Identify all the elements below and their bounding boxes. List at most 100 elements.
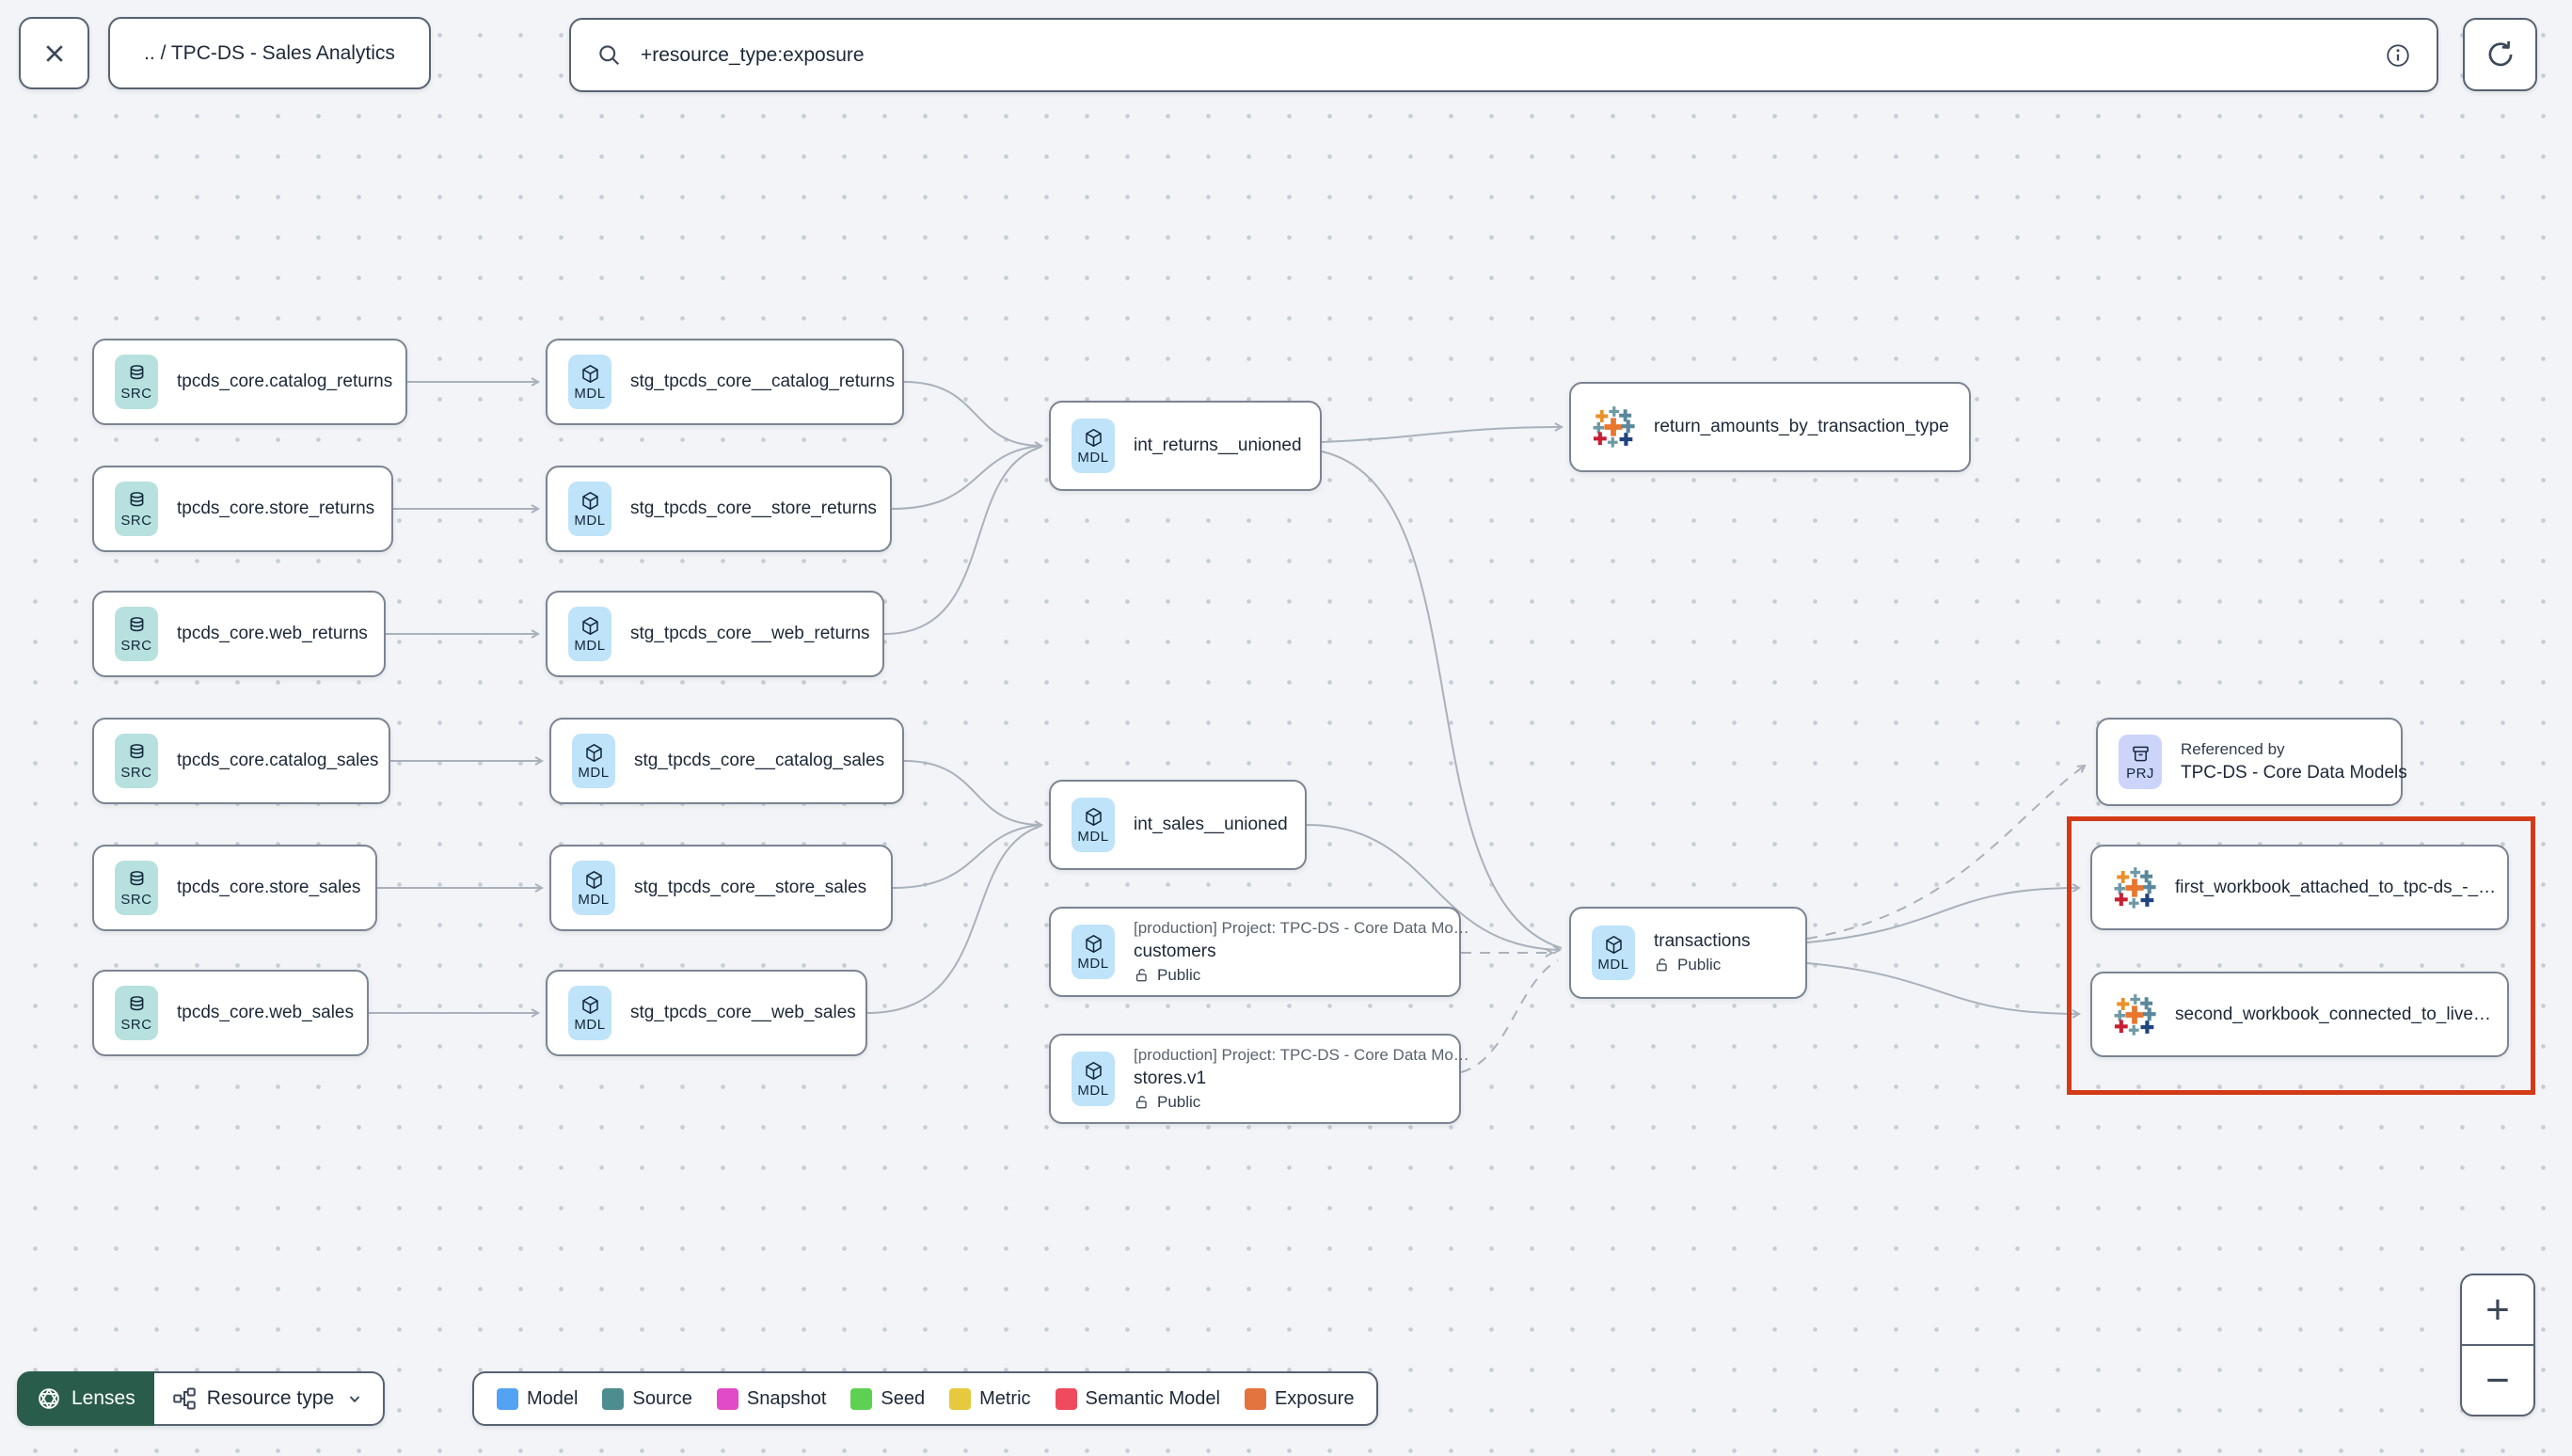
database-icon <box>126 615 148 637</box>
legend-item-snapshot: Snapshot <box>716 1387 826 1410</box>
node-int-returns-unioned[interactable]: MDL int_returns__unioned <box>1049 401 1322 491</box>
search-bar[interactable] <box>569 18 2438 92</box>
legend-label: Seed <box>881 1387 926 1409</box>
edge-stg-to-int-returns-2 <box>891 445 1042 510</box>
legend-label: Model <box>527 1387 579 1409</box>
node-title: tpcds_core.web_returns <box>177 624 368 643</box>
database-icon <box>126 994 148 1016</box>
legend-item-seed: Seed <box>850 1387 926 1410</box>
node-exposure-first-workbook[interactable]: first_workbook_attached_to_tpc-ds_-_… <box>2090 845 2509 930</box>
lenses-label: Lenses <box>71 1387 135 1409</box>
database-icon <box>126 742 148 764</box>
node-stores-v1[interactable]: MDL [production] Project: TPC-DS - Core … <box>1049 1034 1469 1124</box>
chevron-down-icon <box>349 1396 360 1402</box>
close-button[interactable] <box>19 17 89 89</box>
refresh-button[interactable] <box>2463 18 2537 91</box>
breadcrumb[interactable]: .. / TPC-DS - Sales Analytics <box>108 17 431 89</box>
search-input[interactable] <box>639 42 2369 68</box>
legend-item-model: Model <box>497 1387 579 1410</box>
node-tpcds-core-catalog-sales[interactable]: SRC tpcds_core.catalog_sales <box>92 718 390 804</box>
node-tpcds-core-web-sales[interactable]: SRC tpcds_core.web_sales <box>92 970 369 1056</box>
edge-stg-to-int-sales-1 <box>903 760 1044 830</box>
node-title: stg_tpcds_core__store_returns <box>630 499 877 518</box>
cube-icon <box>579 490 601 512</box>
cube-icon <box>1083 933 1104 955</box>
lenses-button[interactable]: Lenses <box>17 1371 154 1426</box>
node-title: tpcds_core.catalog_returns <box>177 372 393 391</box>
close-icon <box>45 44 63 62</box>
node-tpcds-core-store-sales[interactable]: SRC tpcds_core.store_sales <box>92 845 377 931</box>
node-stg-store-sales[interactable]: MDL stg_tpcds_core__store_sales <box>549 845 893 931</box>
project-badge: PRJ <box>2119 735 2162 789</box>
resource-type-icon <box>172 1387 196 1410</box>
node-title: stg_tpcds_core__catalog_sales <box>634 751 885 770</box>
node-title: return_amounts_by_transaction_type <box>1654 417 1949 436</box>
referenced-by-label: Referenced by <box>2181 740 2285 758</box>
cube-icon <box>583 742 605 764</box>
edge-int-returns-to-exposure <box>1321 422 1564 443</box>
model-badge: MDL <box>568 355 611 409</box>
legend-swatch <box>949 1387 972 1410</box>
node-stg-catalog-sales[interactable]: MDL stg_tpcds_core__catalog_sales <box>549 718 904 804</box>
node-title: int_returns__unioned <box>1134 435 1302 455</box>
source-badge: SRC <box>115 734 158 788</box>
node-title: int_sales__unioned <box>1134 815 1288 834</box>
node-tpcds-core-catalog-returns[interactable]: SRC tpcds_core.catalog_returns <box>92 339 407 425</box>
node-title: stores.v1 <box>1134 1068 1207 1088</box>
model-badge: MDL <box>1072 419 1115 473</box>
zoom-in-button[interactable]: + <box>2462 1275 2533 1346</box>
unlock-icon <box>1134 1094 1151 1111</box>
model-badge: MDL <box>1072 925 1115 979</box>
source-badge: SRC <box>115 861 158 915</box>
legend-label: Metric <box>979 1387 1031 1409</box>
node-stg-catalog-returns[interactable]: MDL stg_tpcds_core__catalog_returns <box>546 339 904 425</box>
node-referenced-by-project[interactable]: PRJ Referenced by TPC-DS - Core Data Mod… <box>2096 718 2407 806</box>
node-tpcds-core-web-returns[interactable]: SRC tpcds_core.web_returns <box>92 591 386 677</box>
refresh-icon <box>2488 40 2512 67</box>
project-box-icon <box>2130 743 2151 765</box>
node-title: stg_tpcds_core__web_returns <box>630 624 870 643</box>
model-badge: MDL <box>1072 798 1115 852</box>
legend-label: Semantic Model <box>1085 1387 1220 1409</box>
node-title: stg_tpcds_core__store_sales <box>634 878 867 897</box>
cube-icon <box>1083 1060 1104 1082</box>
cube-icon <box>1083 427 1104 449</box>
node-exposure-return-amounts[interactable]: return_amounts_by_transaction_type <box>1569 382 1971 472</box>
zoom-out-button[interactable]: − <box>2462 1346 2533 1415</box>
resource-type-dropdown[interactable]: Resource type <box>153 1371 386 1426</box>
node-title: first_workbook_attached_to_tpc-ds_-_… <box>2175 877 2497 897</box>
resource-type-label: Resource type <box>206 1387 335 1409</box>
edge-stg-to-int-returns-1 <box>903 381 1044 451</box>
unlock-icon <box>1654 957 1671 973</box>
node-int-sales-unioned[interactable]: MDL int_sales__unioned <box>1049 780 1307 870</box>
legend-item-metric: Metric <box>949 1387 1031 1410</box>
node-title: tpcds_core.web_sales <box>177 1003 354 1022</box>
info-icon[interactable] <box>2384 41 2412 70</box>
breadcrumb-label: .. / TPC-DS - Sales Analytics <box>144 41 395 64</box>
edge-stg-to-int-sales-3 <box>866 825 1042 1014</box>
legend-swatch <box>497 1387 518 1410</box>
node-title: customers <box>1134 942 1216 961</box>
legend-label: Source <box>632 1387 692 1409</box>
model-badge: MDL <box>568 482 611 536</box>
zoom-controls: + − <box>2460 1274 2535 1416</box>
node-access: Public <box>1134 1093 1438 1112</box>
node-title: second_workbook_connected_to_live… <box>2175 1004 2491 1024</box>
edge-transactions-to-referenced-by <box>1806 764 2087 940</box>
cube-icon <box>1603 934 1625 956</box>
model-badge: MDL <box>572 734 615 788</box>
node-stg-store-returns[interactable]: MDL stg_tpcds_core__store_returns <box>546 466 892 552</box>
cube-icon <box>579 994 601 1016</box>
edge-stg-to-int-sales-2 <box>892 824 1042 889</box>
node-customers[interactable]: MDL [production] Project: TPC-DS - Core … <box>1049 907 1469 997</box>
node-exposure-second-workbook[interactable]: second_workbook_connected_to_live… <box>2090 972 2509 1057</box>
database-icon <box>126 363 148 385</box>
edge-transactions-to-first-workbook <box>1806 883 2082 943</box>
node-transactions[interactable]: MDL transactions Public <box>1569 907 1807 999</box>
node-stg-web-sales[interactable]: MDL stg_tpcds_core__web_sales <box>546 970 867 1056</box>
legend-swatch <box>1244 1387 1266 1410</box>
node-stg-web-returns[interactable]: MDL stg_tpcds_core__web_returns <box>546 591 884 677</box>
node-project-label: [production] Project: TPC-DS - Core Data… <box>1134 1046 1469 1064</box>
node-title: stg_tpcds_core__web_sales <box>630 1003 856 1022</box>
node-tpcds-core-store-returns[interactable]: SRC tpcds_core.store_returns <box>92 466 393 552</box>
